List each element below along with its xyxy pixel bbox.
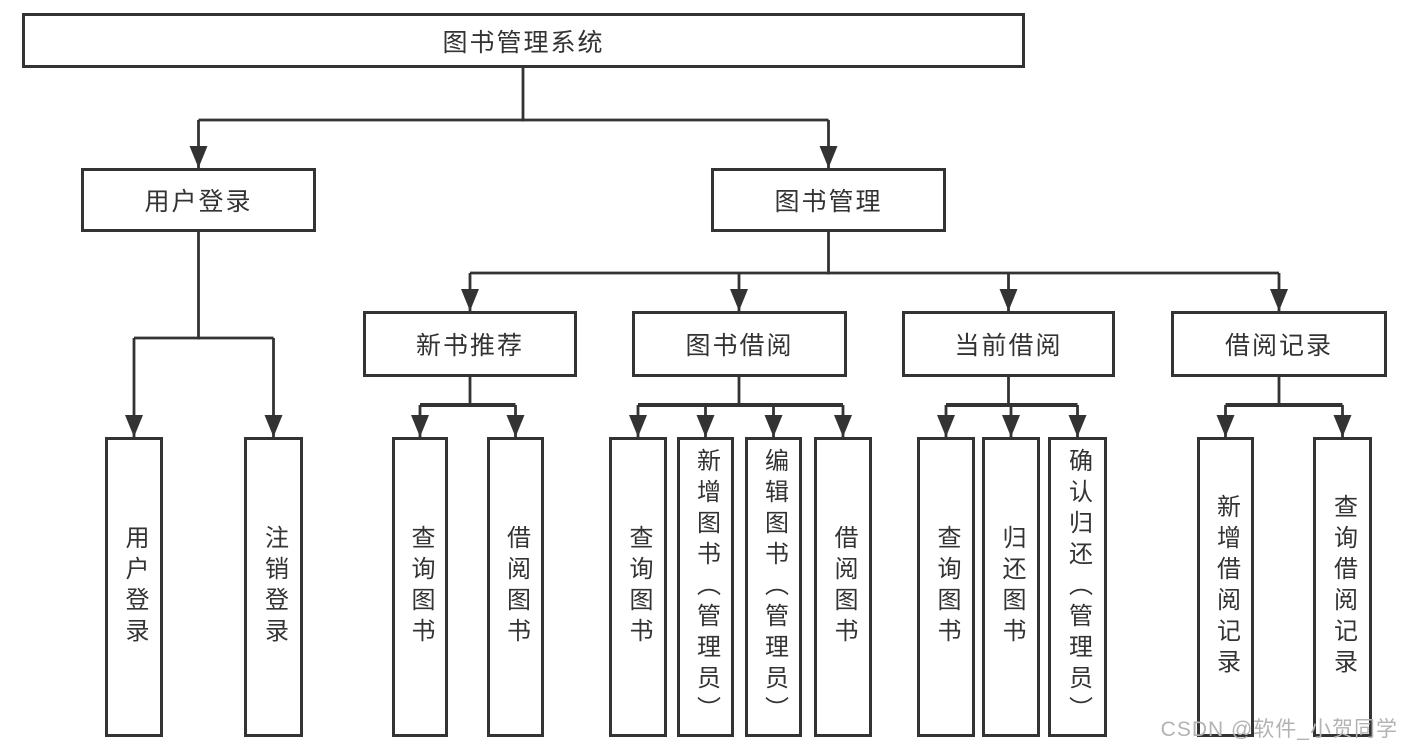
node-borrow-records-label: 借阅记录 — [1224, 332, 1333, 360]
node-current-borrow: 当前借阅 — [902, 311, 1115, 377]
leaf-current-query-books: 查询图书 — [917, 437, 975, 737]
node-root-label: 图书管理系统 — [442, 28, 605, 57]
csdn-watermark: CSDN @软件_小贺同学 — [1160, 718, 1398, 741]
node-book-management-label: 图书管理 — [774, 188, 883, 216]
edges-current-borrow-to-leaves — [937, 377, 1087, 437]
leaf-logout-label: 注销登录 — [260, 525, 288, 649]
leaf-records-query-record-label: 查询借阅记录 — [1329, 494, 1357, 680]
node-book-borrow: 图书借阅 — [632, 311, 847, 377]
leaf-user-login-label: 用户登录 — [121, 525, 148, 649]
leaf-current-return-books: 归还图书 — [982, 437, 1040, 737]
node-new-book-recommend: 新书推荐 — [363, 311, 577, 377]
leaf-user-login: 用户登录 — [105, 437, 163, 737]
leaf-newbook-borrow-books-label: 借阅图书 — [502, 525, 530, 649]
node-user-login-label: 用户登录 — [144, 188, 253, 216]
leaf-borrow-edit-books-admin: 编辑图书（管理员） — [745, 437, 802, 737]
edges-user-login-to-leaves — [125, 232, 283, 437]
edges-new-book-to-leaves — [411, 377, 525, 437]
leaf-borrow-edit-books-admin-label: 编辑图书（管理员） — [760, 447, 788, 727]
node-current-borrow-label: 当前借阅 — [954, 332, 1063, 360]
node-borrow-records: 借阅记录 — [1171, 311, 1387, 377]
leaf-newbook-borrow-books: 借阅图书 — [487, 437, 544, 737]
edges-book-borrow-to-leaves — [629, 377, 852, 437]
leaf-current-query-books-label: 查询图书 — [933, 525, 960, 649]
edges-borrow-records-to-leaves — [1216, 377, 1352, 437]
leaf-borrow-borrow-books: 借阅图书 — [814, 437, 872, 737]
leaf-borrow-borrow-books-label: 借阅图书 — [830, 525, 857, 649]
leaf-current-return-books-label: 归还图书 — [998, 525, 1025, 649]
leaf-current-confirm-return-admin-label: 确认归还（管理员） — [1064, 447, 1092, 727]
leaf-borrow-add-books-admin: 新增图书（管理员） — [677, 437, 734, 737]
node-new-book-recommend-label: 新书推荐 — [415, 332, 524, 360]
leaf-records-query-record: 查询借阅记录 — [1313, 437, 1372, 737]
leaf-borrow-query-books-label: 查询图书 — [625, 525, 652, 649]
leaf-newbook-query-books: 查询图书 — [392, 437, 448, 737]
node-book-borrow-label: 图书借阅 — [685, 332, 794, 360]
edges-root-to-level2 — [189, 68, 838, 168]
node-user-login: 用户登录 — [81, 168, 316, 232]
leaf-records-add-record-label: 新增借阅记录 — [1212, 494, 1240, 680]
leaf-newbook-query-books-label: 查询图书 — [407, 525, 434, 649]
node-root: 图书管理系统 — [22, 13, 1025, 68]
edges-book-management-to-level3 — [461, 232, 1288, 311]
leaf-logout: 注销登录 — [244, 437, 303, 737]
leaf-borrow-query-books: 查询图书 — [609, 437, 667, 737]
leaf-current-confirm-return-admin: 确认归还（管理员） — [1048, 437, 1107, 737]
leaf-borrow-add-books-admin-label: 新增图书（管理员） — [692, 447, 720, 727]
node-book-management: 图书管理 — [711, 168, 946, 232]
leaf-records-add-record: 新增借阅记录 — [1197, 437, 1254, 737]
